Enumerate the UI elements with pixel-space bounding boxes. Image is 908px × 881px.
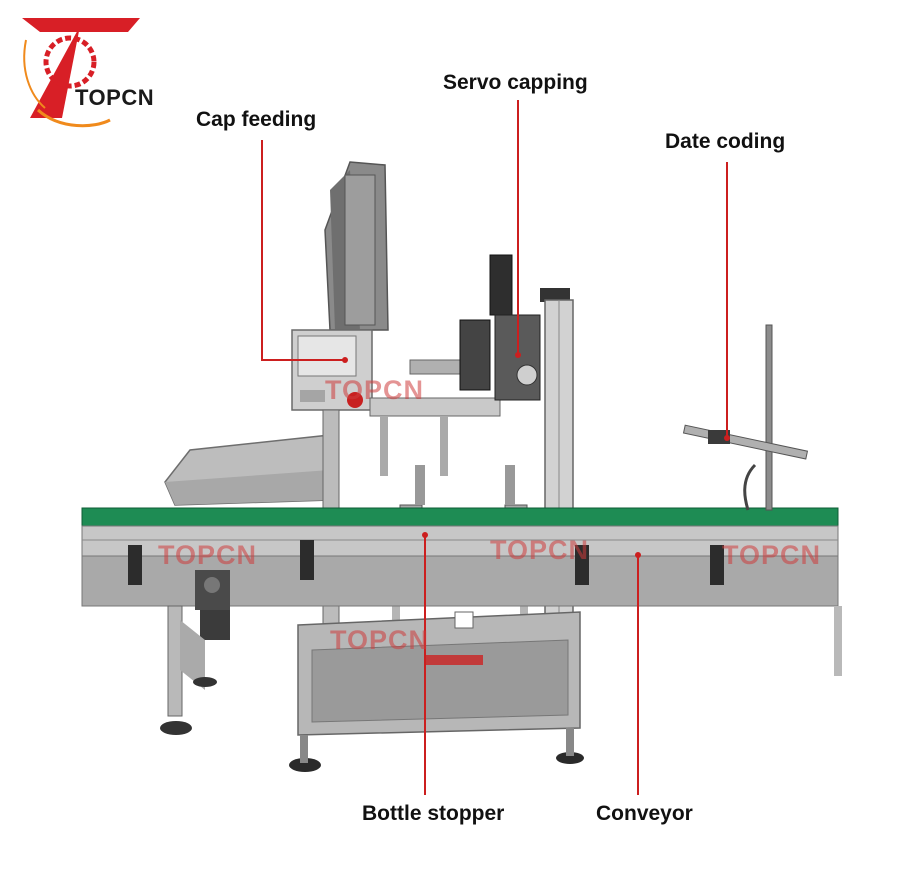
cap-feeder-chute [324, 161, 389, 331]
watermark: TOPCN [330, 625, 430, 655]
leader-cap-feeding [261, 140, 345, 361]
brand-name: TOPCN [75, 85, 155, 110]
conveyor-brackets [128, 540, 724, 585]
label-conveyor: Conveyor [596, 802, 693, 825]
label-date-coding: Date coding [665, 130, 786, 153]
label-servo-capping: Servo capping [443, 71, 588, 94]
topcn-logo [22, 18, 140, 128]
base-cabinet [289, 611, 584, 772]
conveyor-legs [160, 605, 842, 735]
label-bottle-stopper: Bottle stopper [362, 802, 505, 825]
conveyor-motor [195, 570, 230, 640]
date-coder [682, 324, 809, 511]
watermark: TOPCN [158, 540, 258, 570]
watermark: TOPCN [490, 535, 590, 565]
watermark: TOPCN [325, 375, 425, 405]
servo-capping-head [459, 254, 570, 401]
label-cap-feeding: Cap feeding [196, 108, 317, 131]
callout-lines [261, 100, 730, 795]
watermark: TOPCN [722, 540, 822, 570]
hopper-tray [164, 434, 331, 506]
